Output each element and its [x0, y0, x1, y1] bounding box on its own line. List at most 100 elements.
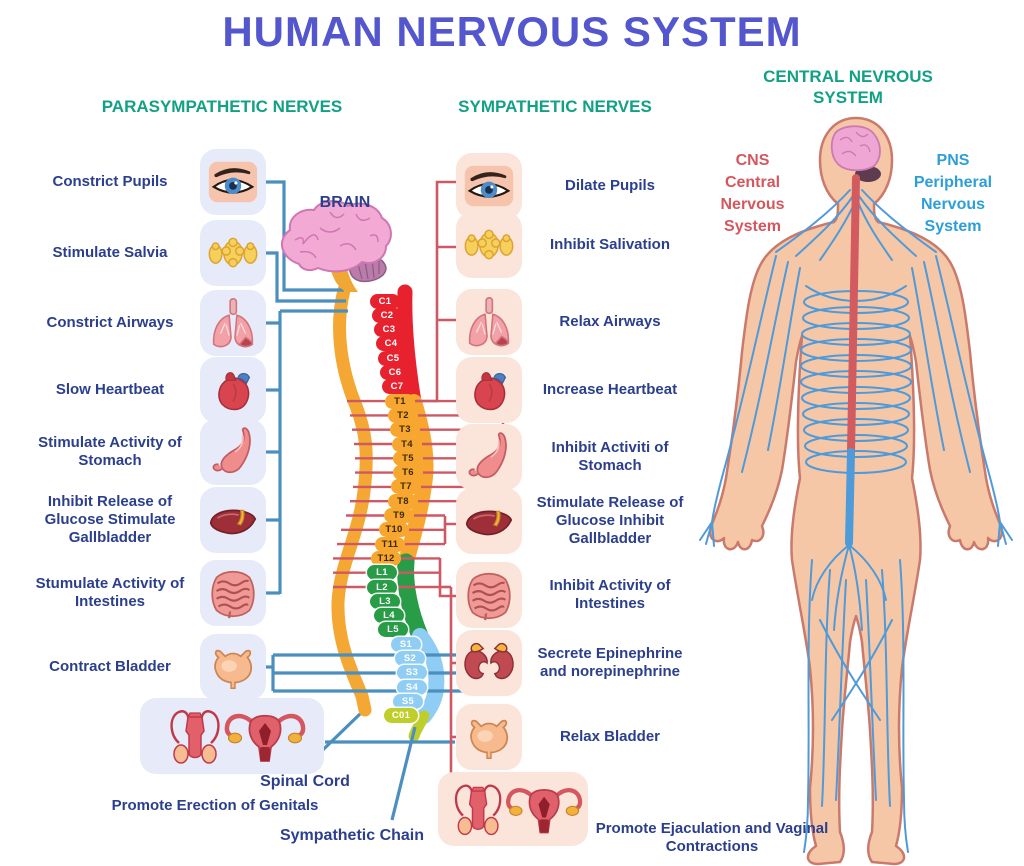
sympathetic-item-label: Relax Bladder [559, 728, 661, 745]
genitals-icon [454, 784, 583, 836]
parasympathetic-item-label: Constrict Airways [46, 314, 174, 331]
organ-tile-genitals [140, 698, 324, 774]
parasympathetic-item-label: Inhibit Release of Glucose Stimulate Gal… [44, 493, 176, 546]
organ-tile-eye [456, 153, 522, 219]
organ-tile-heart [456, 357, 522, 423]
brain-illustration [280, 200, 392, 292]
label-line: Nervous [720, 196, 785, 213]
sympathetic-heading: SYMPATHETIC NERVES [458, 97, 652, 116]
parasympathetic-item-label: Constrict Pupils [52, 173, 168, 190]
organ-tile-kidneys [456, 630, 522, 696]
kidneys-icon [464, 642, 514, 680]
vertebra-pill-t5: T5 [393, 450, 423, 466]
sympathetic-item-label: Inhibit Activiti of Stomach [551, 439, 669, 474]
liver-icon [209, 509, 257, 535]
sympathetic-item-label: Relax Airways [559, 313, 661, 330]
vertebra-pill-t2: T2 [388, 407, 418, 423]
sympathetic-item-label: Dilate Pupils [564, 177, 656, 194]
vertebra-pill-l4: L4 [374, 608, 404, 624]
parasympathetic-item-label: Contract Bladder [49, 658, 171, 675]
intestines-icon [467, 572, 511, 621]
parasympathetic-item-label: Stimulate Salvia [52, 244, 168, 261]
genitals-icon [170, 710, 306, 764]
vertebra-pill-c7: C7 [382, 379, 412, 395]
label-line: Central [724, 174, 781, 191]
vertebra-pill-s5: S5 [393, 693, 423, 709]
organ-tile-lungs [200, 290, 266, 356]
heart-icon [218, 372, 251, 411]
salivary-glands-icon [208, 237, 258, 268]
organ-tile-bladder [200, 634, 266, 700]
page-title: HUMAN NERVOUS SYSTEM [222, 8, 802, 55]
spinal-cord-annotation: Spinal Cord [260, 773, 350, 790]
vertebra-pill-c01: C01 [384, 708, 418, 724]
organ-tile-stomach [456, 424, 522, 490]
parasympathetic-item-label: Promote Erection of Genitals [111, 797, 319, 814]
organ-tile-lungs [456, 289, 522, 355]
sympathetic-item-label: Inhibit Salivation [549, 236, 670, 253]
label-line: System [724, 218, 781, 235]
organ-tile-salivary-glands [200, 220, 266, 286]
organ-tile-genitals [438, 772, 588, 846]
vertebra-pill-c4: C4 [376, 336, 406, 352]
vertebra-pill-s1: S1 [391, 636, 421, 652]
bladder-icon [470, 719, 509, 759]
sympathetic-chain-annotation: Sympathetic Chain [279, 827, 425, 844]
vertebra-pill-t9: T9 [384, 508, 414, 523]
vertebra-pill-c5: C5 [378, 350, 408, 366]
label-line: Nervous [920, 196, 986, 213]
label-line: PNS [936, 152, 970, 169]
sympathetic-item-label: Inhibit Activity of Intestines [549, 577, 671, 612]
organ-tile-intestines [200, 560, 266, 626]
vertebra-pill-t10: T10 [379, 522, 409, 538]
parasympathetic-item-label: Stimulate Activity of Stomach [38, 434, 182, 469]
organ-tile-liver [200, 487, 266, 553]
vertebra-pill-t8: T8 [388, 493, 418, 509]
vertebra-pill-t12: T12 [371, 550, 401, 566]
lungs-icon [468, 297, 510, 347]
sympathetic-item-label: Secrete Epinephrine and norepinephrine [537, 645, 683, 680]
intestines-icon [211, 570, 255, 619]
stomach-icon [212, 427, 251, 474]
label-line: Peripheral [913, 174, 993, 191]
organ-tile-intestines [456, 562, 522, 628]
vertebra-pill-c1: C1 [370, 293, 400, 309]
vertebral-column-illustration [397, 284, 445, 742]
brain-label: BRAIN [319, 194, 371, 211]
organ-tile-eye [200, 149, 266, 215]
vertebra-pill-c6: C6 [380, 365, 410, 380]
organ-tile-bladder [456, 704, 522, 770]
organ-tile-liver [456, 488, 522, 554]
eye-icon [208, 161, 258, 203]
eye-icon [464, 165, 514, 207]
heart-icon [474, 372, 507, 411]
vertebra-pill-s4: S4 [397, 679, 427, 695]
vertebra-pill-c2: C2 [372, 307, 402, 323]
parasympathetic-item-label: Slow Heartbeat [55, 381, 165, 398]
spinal-cord-illustration [331, 283, 373, 717]
vertebra-pill-s3: S3 [397, 665, 427, 681]
label-line: System [924, 218, 982, 235]
label-line: CNS [735, 152, 770, 169]
lungs-icon [212, 298, 254, 348]
vertebra-pill-t4: T4 [392, 436, 422, 452]
sympathetic-item-label: Promote Ejaculation and Vaginal Contract… [595, 820, 829, 855]
vertebra-pill-l3: L3 [370, 593, 400, 609]
salivary-glands-icon [464, 229, 514, 260]
vertebra-pill-l1: L1 [367, 565, 397, 581]
vertebra-pill-l5: L5 [378, 622, 408, 638]
stomach-icon [468, 432, 507, 479]
central-nervous-system-heading: CENTRAL NEVROUS SYSTEM [763, 67, 933, 107]
vertebra-pill-t6: T6 [393, 465, 423, 481]
liver-icon [465, 510, 513, 536]
vertebra-pill-t1: T1 [385, 393, 415, 409]
vertebra-pill-l2: L2 [367, 579, 397, 595]
sympathetic-item-label: Stimulate Release of Glucose Inhibit Gal… [536, 494, 684, 547]
parasympathetic-item-label: Stumulate Activity of Intestines [35, 575, 185, 610]
organ-tile-stomach [200, 419, 266, 485]
body-figure-illustration [699, 116, 1013, 866]
sympathetic-item-label: Increase Heartbeat [542, 381, 678, 398]
